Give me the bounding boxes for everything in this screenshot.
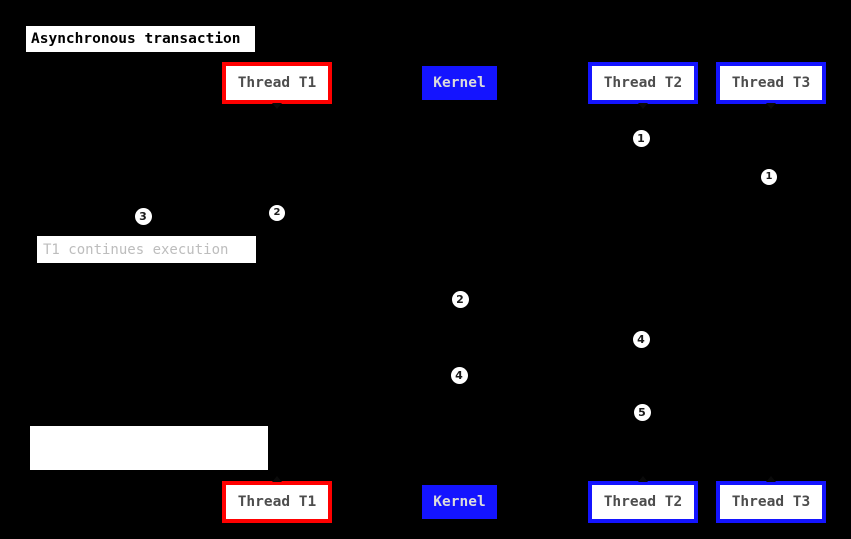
lifeline-arrow-icon <box>272 476 282 482</box>
step-badge-2: 2 <box>269 205 285 221</box>
lifeline-label: Thread T1 <box>237 494 317 510</box>
step-number: 5 <box>638 405 646 419</box>
step-number: 1 <box>765 171 773 182</box>
step-number: 4 <box>455 368 463 382</box>
lifeline-label: Kernel <box>433 494 486 510</box>
lifeline-label: Thread T3 <box>731 75 811 91</box>
lifeline-foot-kernel[interactable]: Kernel <box>422 485 497 519</box>
lifeline-arrow-icon <box>638 476 648 482</box>
lifeline-head-kernel[interactable]: Kernel <box>422 66 497 100</box>
lifeline-arrow-icon <box>766 103 776 109</box>
lifeline-label: Thread T1 <box>237 75 317 91</box>
diagram-title: Asynchronous transaction <box>26 26 255 52</box>
step-number: 3 <box>139 209 147 223</box>
step-badge-3: 3 <box>134 207 152 225</box>
note-box: T1 continues execution <box>37 236 256 263</box>
step-badge-2: 2 <box>451 290 469 308</box>
step-badge-1: 1 <box>761 169 777 185</box>
lifeline-head-thread-t1[interactable]: Thread T1 <box>222 62 332 104</box>
lifeline-label: Thread T2 <box>603 494 683 510</box>
lifeline-label: Thread T3 <box>731 494 811 510</box>
lifeline-head-thread-t2[interactable]: Thread T2 <box>588 62 698 104</box>
lifeline-arrow-icon <box>766 476 776 482</box>
step-number: 1 <box>637 131 645 145</box>
lifeline-label: Thread T2 <box>603 75 683 91</box>
lifeline-foot-thread-t1[interactable]: Thread T1 <box>222 481 332 523</box>
step-badge-5: 5 <box>633 403 651 421</box>
step-badge-4: 4 <box>632 330 650 348</box>
lifeline-label: Kernel <box>433 75 486 91</box>
step-number: 2 <box>273 207 281 218</box>
lifeline-arrow-icon <box>272 103 282 109</box>
lifeline-head-thread-t3[interactable]: Thread T3 <box>716 62 826 104</box>
step-badge-4: 4 <box>450 366 468 384</box>
lifeline-foot-thread-t2[interactable]: Thread T2 <box>588 481 698 523</box>
lifeline-foot-thread-t3[interactable]: Thread T3 <box>716 481 826 523</box>
empty-note-box <box>30 426 268 470</box>
step-number: 4 <box>637 332 645 346</box>
step-badge-1: 1 <box>632 129 650 147</box>
note-label: T1 continues execution <box>43 241 229 258</box>
lifeline-arrow-icon <box>638 103 648 109</box>
step-number: 2 <box>456 292 464 306</box>
